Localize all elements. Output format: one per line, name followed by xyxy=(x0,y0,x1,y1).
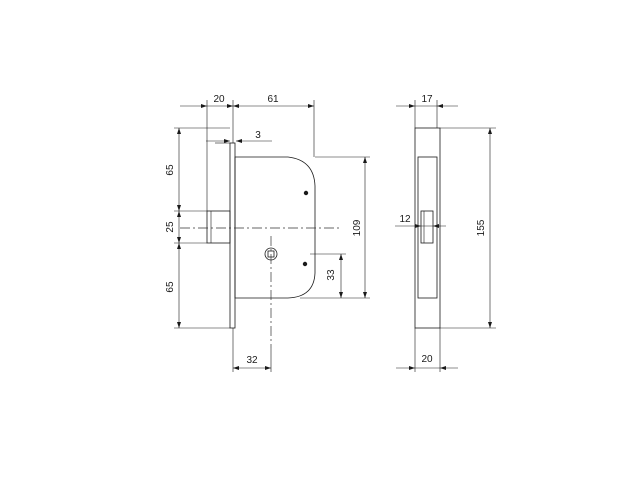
dim-plate-thickness: 3 xyxy=(206,130,272,143)
bolt xyxy=(206,210,231,244)
dim-label-109: 109 xyxy=(352,219,363,236)
upper-screw-dot xyxy=(303,190,309,196)
side-body xyxy=(417,156,438,299)
dim-label-61: 61 xyxy=(267,94,279,105)
side-view: 17 12 155 20 xyxy=(395,94,496,372)
dim-case-height: 109 xyxy=(352,157,367,298)
dim-side-bolt-width: 12 xyxy=(395,214,446,228)
dim-label-32: 32 xyxy=(246,355,258,366)
dim-label-65-lower: 65 xyxy=(165,281,176,293)
dim-side-bottom-width: 20 xyxy=(396,354,458,370)
dim-side-total-height: 155 xyxy=(476,128,492,328)
dim-bolt-height: 25 xyxy=(165,211,181,243)
dim-label-155: 155 xyxy=(476,219,487,236)
dim-label-65-upper: 65 xyxy=(165,164,176,176)
dim-label-17: 17 xyxy=(421,94,433,105)
faceplate xyxy=(229,142,236,329)
side-bolt-opening xyxy=(420,210,434,244)
dim-case-width: 61 xyxy=(233,94,314,108)
dim-upper-height: 65 xyxy=(165,128,181,211)
dim-label-20-top: 20 xyxy=(213,94,225,105)
dim-label-3: 3 xyxy=(255,130,261,141)
dim-label-25: 25 xyxy=(165,221,176,233)
dim-faceplate-depth: 20 xyxy=(180,94,233,108)
dim-keyhole-offset: 33 xyxy=(326,254,343,298)
dim-side-top-width: 17 xyxy=(396,94,458,108)
lock-case xyxy=(234,156,316,299)
dim-lower-height: 65 xyxy=(165,243,181,328)
dim-backset: 32 xyxy=(233,355,271,370)
dim-label-33: 33 xyxy=(326,269,337,281)
dim-label-20-bottom: 20 xyxy=(421,354,433,365)
dim-label-12: 12 xyxy=(399,214,411,225)
front-view: 20 61 3 65 25 xyxy=(165,94,370,372)
lower-screw-dot xyxy=(302,261,308,267)
